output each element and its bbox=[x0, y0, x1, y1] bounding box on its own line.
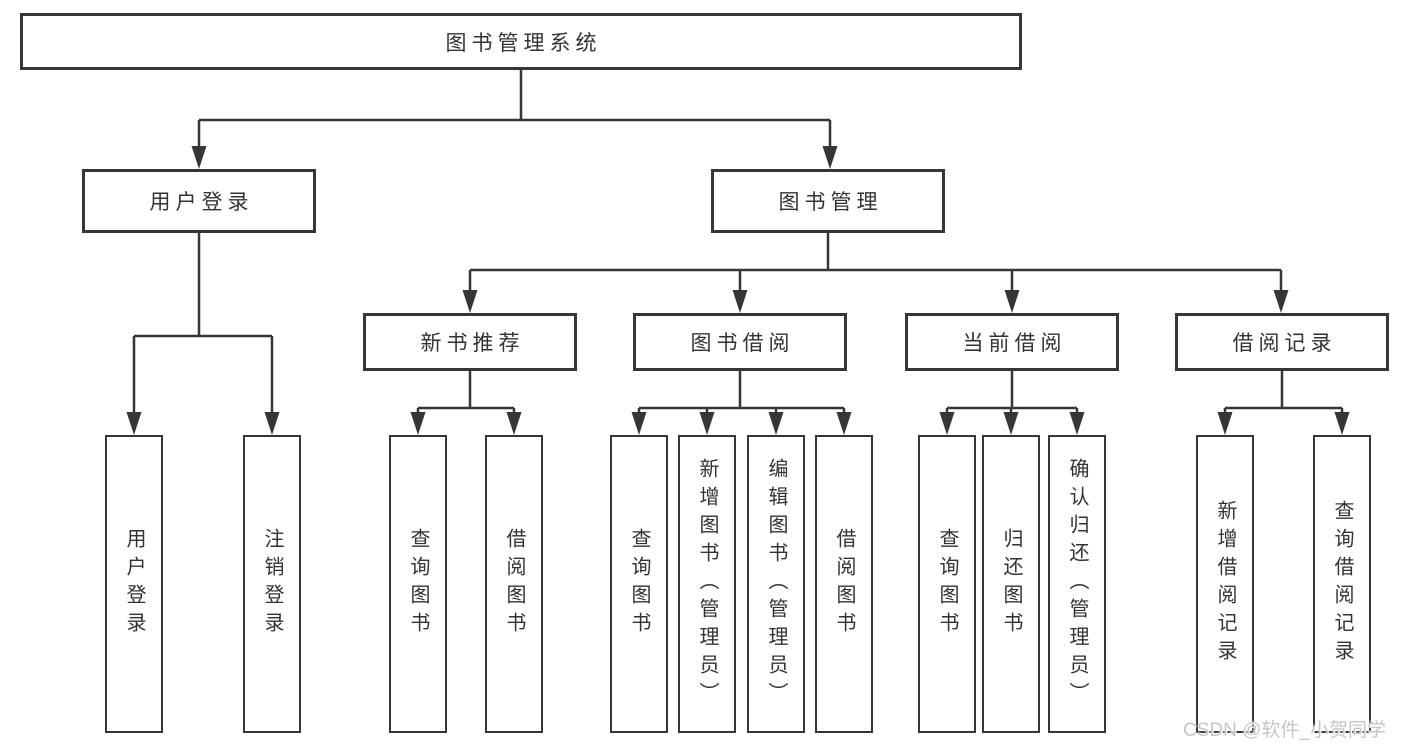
connector-root-to-level2 bbox=[197, 70, 832, 148]
leaf-add-book-admin: 新增图书（管理员） bbox=[678, 435, 736, 733]
leaf-query-books-borrowing: 查询图书 bbox=[610, 435, 668, 733]
arrowheads-newbook-leaves bbox=[410, 412, 522, 435]
csdn-watermark: CSDN @软件_小贺同学 bbox=[1183, 720, 1386, 741]
leaf-query-books-borrowing-label: 查询图书 bbox=[628, 528, 650, 640]
node-user-login: 用户登录 bbox=[82, 169, 316, 233]
leaf-return-book-label: 归还图书 bbox=[1000, 528, 1022, 640]
node-new-book-recommend: 新书推荐 bbox=[363, 313, 577, 371]
leaf-borrow-books-borrowing-label: 借阅图书 bbox=[833, 528, 855, 640]
leaf-borrow-books-borrowing: 借阅图书 bbox=[815, 435, 873, 733]
leaf-query-borrow-record: 查询借阅记录 bbox=[1313, 435, 1371, 733]
node-book-borrowing-label: 图书借阅 bbox=[690, 332, 795, 355]
node-borrowing-records-label: 借阅记录 bbox=[1232, 332, 1337, 355]
node-root-label: 图书管理系统 bbox=[445, 31, 602, 55]
leaf-logout: 注销登录 bbox=[243, 435, 301, 733]
arrowheads-current-leaves bbox=[939, 412, 1085, 435]
leaf-query-books-recommend-label: 查询图书 bbox=[407, 528, 429, 640]
node-borrowing-records: 借阅记录 bbox=[1175, 313, 1389, 371]
leaf-query-books-current-label: 查询图书 bbox=[936, 528, 958, 640]
leaf-logout-label: 注销登录 bbox=[261, 528, 283, 640]
connector-mgmt-to-level3 bbox=[468, 233, 1283, 292]
leaf-user-login: 用户登录 bbox=[105, 435, 163, 733]
connector-newbook-to-leaves bbox=[416, 371, 516, 414]
leaf-edit-book-admin-label: 编辑图书（管理员） bbox=[765, 458, 787, 710]
arrowheads-login-leaves bbox=[126, 412, 280, 435]
leaf-confirm-return-admin: 确认归还（管理员） bbox=[1048, 435, 1106, 733]
leaf-query-books-current: 查询图书 bbox=[918, 435, 976, 733]
leaf-confirm-return-admin-label: 确认归还（管理员） bbox=[1066, 458, 1088, 710]
arrowheads-level3 bbox=[462, 290, 1289, 313]
connector-current-to-leaves bbox=[945, 371, 1079, 414]
arrowheads-borrow-leaves bbox=[631, 412, 852, 435]
leaf-add-borrow-record: 新增借阅记录 bbox=[1196, 435, 1254, 733]
node-root-library-system: 图书管理系统 bbox=[20, 13, 1022, 70]
node-current-borrowing: 当前借阅 bbox=[905, 313, 1119, 371]
node-book-management: 图书管理 bbox=[711, 169, 945, 233]
connector-login-to-leaves bbox=[132, 233, 274, 414]
leaf-add-book-admin-label: 新增图书（管理员） bbox=[696, 458, 718, 710]
leaf-query-borrow-record-label: 查询借阅记录 bbox=[1331, 500, 1353, 668]
connector-records-to-leaves bbox=[1223, 371, 1344, 414]
connector-borrow-to-leaves bbox=[637, 371, 846, 414]
arrowheads-level2 bbox=[191, 146, 838, 169]
leaf-query-books-recommend: 查询图书 bbox=[389, 435, 447, 733]
node-current-borrowing-label: 当前借阅 bbox=[962, 332, 1067, 355]
arrowheads-records-leaves bbox=[1217, 412, 1350, 435]
leaf-borrow-books-recommend-label: 借阅图书 bbox=[503, 528, 525, 640]
leaf-add-borrow-record-label: 新增借阅记录 bbox=[1214, 500, 1236, 668]
leaf-edit-book-admin: 编辑图书（管理员） bbox=[747, 435, 805, 733]
node-user-login-label: 用户登录 bbox=[149, 191, 254, 214]
leaf-return-book: 归还图书 bbox=[982, 435, 1040, 733]
node-new-book-recommend-label: 新书推荐 bbox=[420, 332, 525, 355]
node-book-management-label: 图书管理 bbox=[778, 191, 883, 214]
leaf-user-login-label: 用户登录 bbox=[123, 528, 145, 640]
node-book-borrowing: 图书借阅 bbox=[633, 313, 847, 371]
leaf-borrow-books-recommend: 借阅图书 bbox=[485, 435, 543, 733]
